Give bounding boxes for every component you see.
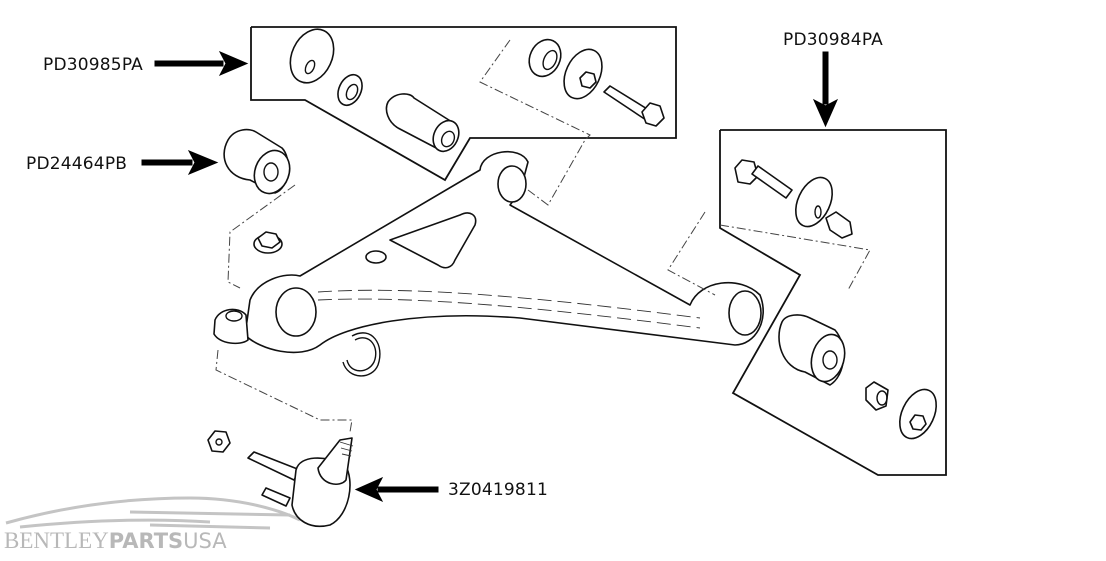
arm-side-bush-part — [213, 308, 249, 345]
bolt-part — [603, 85, 665, 127]
watermark-bentley: BENTLEY — [4, 528, 109, 553]
part-label-ball-joint[interactable]: 3Z0419811 — [448, 480, 548, 500]
watermark-parts: PARTS — [108, 529, 184, 553]
arrow-front-bush — [141, 150, 219, 175]
rear-sleeve-part — [825, 211, 853, 239]
rear-washer-part — [795, 176, 833, 228]
cup-washer-part — [528, 38, 562, 78]
watermark-usa: USA — [183, 529, 227, 553]
rear-kit-frame — [719, 129, 947, 476]
ball-joint-part — [247, 437, 354, 527]
circlip-part — [342, 332, 381, 377]
arrow-ball-joint — [354, 476, 439, 503]
rear-spacer-part — [865, 381, 889, 411]
ball-joint-nut-part — [207, 430, 231, 453]
front-bush-part — [223, 128, 291, 195]
part-label-rear-kit[interactable]: PD30984PA — [783, 30, 884, 50]
upper-kit-frame — [250, 26, 677, 182]
rear-bolt-part — [734, 159, 793, 199]
arrow-rear-kit — [812, 51, 839, 128]
flange-nut-part — [253, 231, 283, 254]
control-arm-part — [244, 150, 764, 354]
rear-nut-washer-part — [899, 388, 937, 440]
rear-bush-part — [778, 314, 846, 386]
part-label-front-bush[interactable]: PD24464PB — [26, 154, 128, 174]
bush-part — [385, 93, 460, 153]
part-label-upper-kit[interactable]: PD30985PA — [43, 55, 144, 75]
spacer-part — [337, 73, 363, 107]
arrow-upper-kit — [154, 50, 249, 77]
watermark-logo: BENTLEYPARTSUSA — [4, 528, 227, 554]
watermark-car-outline — [5, 496, 301, 530]
washer-nut-part — [563, 48, 603, 100]
washer-part — [289, 28, 335, 84]
